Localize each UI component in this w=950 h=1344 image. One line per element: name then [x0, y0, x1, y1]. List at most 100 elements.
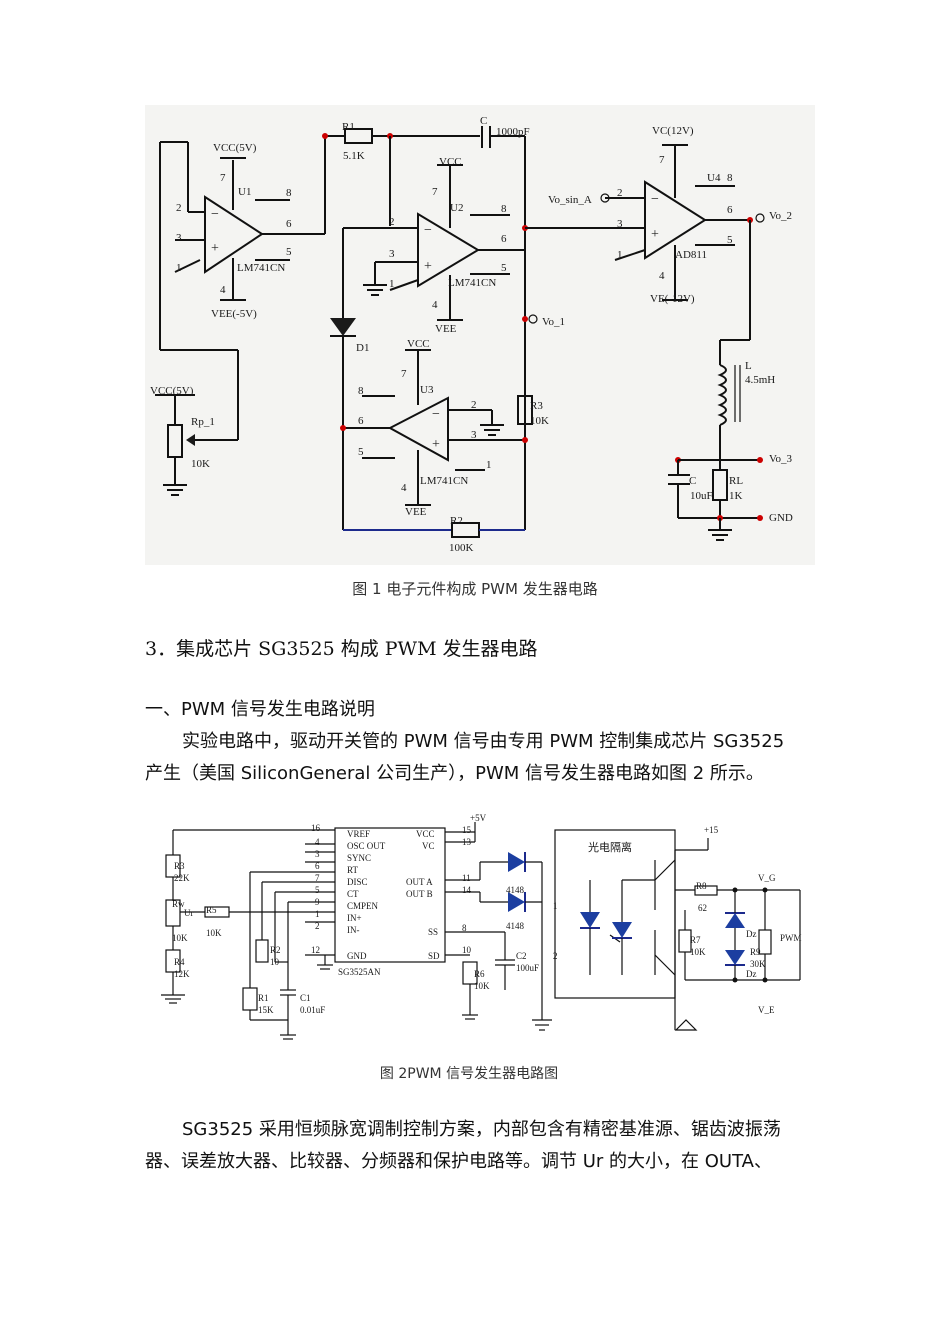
pin-vcc-label: VCC	[416, 829, 435, 839]
u1-pin-8: 8	[286, 187, 292, 199]
pin-14: 14	[462, 885, 471, 895]
svg-text:−: −	[211, 207, 219, 222]
pin-11: 11	[462, 873, 471, 883]
figure-1-caption: 图 1 电子元件构成 PWM 发生器电路	[352, 580, 598, 598]
dz1-label: Dz	[746, 929, 757, 939]
c-label: C	[480, 115, 488, 127]
r1-label: R1	[342, 121, 355, 133]
svg-text:+: +	[651, 227, 659, 242]
paragraph-2-line-1: SG3525 采用恒频脉宽调制控制方案，内部包含有精密基准源、锯齿波振荡	[182, 1119, 781, 1140]
r3-label: R3	[530, 400, 543, 412]
r1-label: R1	[258, 993, 269, 1003]
pin-10: 10	[462, 945, 471, 955]
pin-15: 15	[462, 825, 471, 835]
l-inductor	[717, 364, 727, 426]
pin-disc-label: DISC	[347, 877, 368, 887]
diode-4148-a-label: 4148	[506, 885, 524, 895]
pin-2: 2	[315, 921, 320, 931]
vcc-u2-label: VCC	[439, 156, 462, 168]
r3-value: 10K	[530, 415, 549, 427]
diode-4148-b-label: 4148	[506, 921, 524, 931]
pin-sd-label: SD	[428, 951, 440, 961]
u2-opamp-symbol	[417, 212, 480, 288]
r8-value: 62	[698, 903, 707, 913]
vee5-label: VEE(-5V)	[211, 308, 257, 320]
opto-pin-2: 2	[553, 951, 558, 961]
paragraph-1-line-1: 实验电路中，驱动开关管的 PWM 信号由专用 PWM 控制集成芯片 SG3525	[182, 731, 785, 752]
u2-pin-4: 4	[432, 299, 438, 311]
vo-2-label: Vo_2	[769, 210, 793, 222]
r8-label: R8	[696, 881, 707, 891]
diode-4148-a	[508, 852, 525, 872]
u3-pin-7: 7	[401, 368, 407, 380]
plus5v-label: +5V	[470, 813, 487, 823]
l-value: 4.5mH	[745, 374, 776, 386]
opto-receiver-icon	[612, 922, 632, 938]
r2-value: 10	[270, 957, 279, 967]
pin-4: 4	[315, 837, 320, 847]
vcc5-top-label: VCC(5V)	[213, 142, 257, 154]
l-label: L	[745, 360, 752, 372]
svg-text:+: +	[432, 437, 440, 452]
u4-label: U4	[707, 172, 721, 184]
rw-value: 10K	[172, 933, 188, 943]
u2-pin-3: 3	[389, 248, 395, 260]
r6-label: R6	[474, 969, 485, 979]
v-g-label: V_G	[758, 873, 776, 883]
ve12-label: VE(-12V)	[650, 293, 695, 305]
section-heading: 3．集成芯片 SG3525 构成 PWM 发生器电路	[145, 638, 538, 660]
pin-8: 8	[462, 923, 467, 933]
pin-rt-label: RT	[347, 865, 358, 875]
zener-dz-1	[725, 913, 745, 928]
zener-dz-2	[725, 950, 745, 965]
pin-in-plus-label: IN+	[347, 913, 362, 923]
diode-4148-b	[508, 892, 525, 912]
r3-resistor	[517, 395, 533, 425]
r7-label: R7	[690, 935, 701, 945]
pin-1: 1	[315, 909, 320, 919]
r5-label: R5	[206, 905, 217, 915]
u4-opamp-symbol	[644, 180, 707, 260]
sg3525-chip	[334, 827, 446, 963]
u4-pin-7: 7	[659, 154, 665, 166]
pin-cmpen-label: CMPEN	[347, 901, 379, 911]
figure-1: − +	[145, 105, 815, 565]
d1-label: D1	[356, 342, 370, 354]
pin-vc-label: VC	[422, 841, 435, 851]
subheading: 一、PWM 信号发生电路说明	[145, 699, 375, 720]
pin-3: 3	[315, 849, 320, 859]
vc12-label: VC(12V)	[652, 125, 694, 137]
c-value: 1000pF	[496, 126, 530, 138]
opto-led-icon	[580, 912, 600, 928]
pin-13: 13	[462, 837, 471, 847]
u4-pin-5: 5	[727, 234, 733, 246]
u3-pin-8: 8	[358, 385, 364, 397]
vee-u2-label: VEE	[435, 323, 457, 335]
figure-1-schematic: − +	[145, 105, 815, 565]
vcc5-rp-label: VCC(5V)	[150, 385, 194, 397]
optocoupler-box	[554, 829, 676, 999]
u3-pin-5: 5	[358, 446, 364, 458]
u2-pin-7: 7	[432, 186, 438, 198]
r4-value: 12K	[174, 969, 190, 979]
ad811-label: AD811	[675, 249, 707, 261]
svg-text:−: −	[432, 407, 440, 422]
v-e-label: V_E	[758, 1005, 775, 1015]
u1-pin-5: 5	[286, 246, 292, 258]
vo-3-label: Vo_3	[769, 453, 793, 465]
pin-6: 6	[315, 861, 320, 871]
pin-vref-label: VREF	[347, 829, 371, 839]
u2-pin-1: 1	[389, 278, 395, 290]
u3-opamp-symbol	[387, 396, 449, 462]
svg-text:+: +	[211, 241, 219, 256]
u3-pin-1: 1	[486, 459, 492, 471]
lm741-u3-label: LM741CN	[420, 475, 469, 487]
pin-ct-label: CT	[347, 889, 359, 899]
u1-pin-4: 4	[220, 284, 226, 296]
pin-in-minus-label: IN-	[347, 925, 360, 935]
pin-outb-label: OUT B	[406, 889, 433, 899]
u4-pin-6: 6	[727, 204, 733, 216]
r3-value: 22K	[174, 873, 190, 883]
r1-resistor	[242, 987, 258, 1011]
r2-label: R2	[450, 515, 463, 527]
